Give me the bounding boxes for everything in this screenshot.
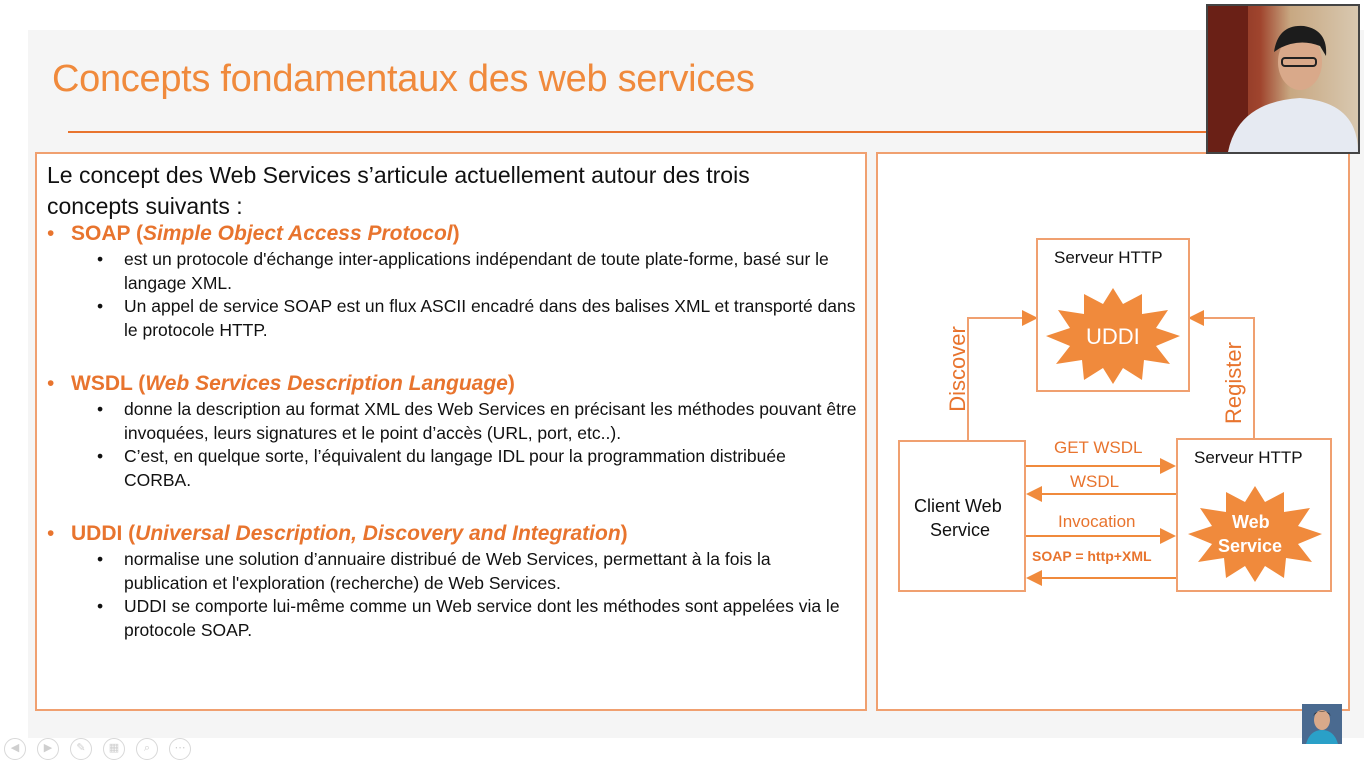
section-paren-close: ) [620, 522, 628, 545]
list-item: • donne la description au format XML des … [47, 398, 857, 445]
starburst-icon [1188, 486, 1322, 582]
pen-icon[interactable]: ✎ [70, 738, 92, 760]
list-item: • normalise une solution d’annuaire distr… [47, 548, 857, 595]
presenter-webcam [1206, 4, 1360, 154]
section-wsdl: • WSDL (Web Services Description Language… [47, 370, 857, 492]
section-heading: • UDDI (Universal Description, Discovery … [47, 520, 857, 548]
bullet-glyph: • [97, 249, 104, 269]
presenter-video-icon [1208, 6, 1358, 152]
wsdl-label: WSDL [1070, 472, 1120, 491]
bullet-glyph: • [97, 596, 104, 616]
bullet-glyph: • [47, 522, 55, 545]
zoom-icon[interactable]: ⌕ [136, 738, 158, 760]
section-paren-open: ( [130, 222, 143, 245]
bullet-text: est un protocole d'échange inter-applica… [124, 249, 829, 293]
bullet-text: C’est, en quelque sorte, l’équivalent du… [124, 446, 786, 490]
bullet-text: normalise une solution d’annuaire distri… [124, 549, 771, 593]
section-soap: • SOAP (Simple Object Access Protocol) • e… [47, 220, 857, 342]
uddi-label: UDDI [1086, 324, 1140, 349]
starburst-icon [1046, 288, 1180, 384]
register-label: Register [1221, 342, 1246, 424]
register-arrow [1188, 310, 1255, 438]
prev-icon[interactable]: ◀ [4, 738, 26, 760]
discover-label: Discover [945, 326, 970, 412]
participant-thumbnail[interactable] [1302, 704, 1342, 744]
server-label: Serveur HTTP [1054, 248, 1163, 267]
client-label-line2: Service [930, 520, 991, 540]
section-paren-close: ) [452, 222, 460, 245]
section-heading: • SOAP (Simple Object Access Protocol) [47, 220, 857, 248]
section-heading: • WSDL (Web Services Description Language… [47, 370, 857, 398]
play-icon[interactable]: ▶ [37, 738, 59, 760]
title-underline [68, 131, 1208, 133]
section-paren-close: ) [507, 372, 515, 395]
avatar [1302, 704, 1342, 744]
intro-text: Le concept des Web Services s’articule a… [47, 162, 750, 219]
bullet-glyph: • [97, 446, 104, 466]
diagram-connectors [967, 310, 1255, 586]
server-label: Serveur HTTP [1194, 448, 1303, 467]
bullet-text: UDDI se comporte lui-même comme un Web s… [124, 596, 840, 640]
bullet-text: donne la description au format XML des W… [124, 399, 857, 443]
client-node: Client Web Service [898, 440, 1026, 592]
web-service-server-node: Serveur HTTP Web Service [1176, 438, 1332, 592]
bullet-text: Un appel de service SOAP est un flux ASC… [124, 296, 856, 340]
bullet-list: • donne la description au format XML des … [47, 398, 857, 492]
bullet-glyph: • [47, 222, 55, 245]
text-panel: Le concept des Web Services s’articule a… [35, 152, 867, 711]
bullet-glyph: • [47, 372, 55, 395]
section-acronym: SOAP [71, 222, 131, 245]
list-item: • C’est, en quelque sorte, l’équivalent d… [47, 445, 857, 492]
section-expansion: Web Services Description Language [145, 372, 508, 395]
bullet-glyph: • [97, 296, 104, 316]
web-service-label-line2: Service [1218, 536, 1283, 556]
get-wsdl-label: GET WSDL [1054, 438, 1143, 457]
bullet-glyph: • [97, 549, 104, 569]
list-item: • UDDI se comporte lui-même comme un Web … [47, 595, 857, 642]
section-uddi: • UDDI (Universal Description, Discovery … [47, 520, 857, 642]
list-item: • est un protocole d'échange inter-applic… [47, 248, 857, 295]
invocation-label: Invocation [1058, 512, 1136, 531]
section-paren-open: ( [132, 372, 146, 395]
web-service-label-line1: Web [1232, 512, 1270, 532]
uddi-server-node: Serveur HTTP UDDI [1036, 238, 1190, 392]
section-expansion: Simple Object Access Protocol [142, 222, 453, 245]
diagram-panel: Serveur HTTP UDDI Serveur HTTP Web Servi… [876, 152, 1350, 711]
slide-title: Concepts fondamentaux des web services [52, 58, 755, 100]
discover-arrow [967, 310, 1038, 440]
section-acronym: WSDL [71, 372, 133, 395]
section-expansion: Universal Description, Discovery and Int… [135, 522, 621, 545]
bullet-glyph: • [97, 399, 104, 419]
more-icon[interactable]: ⋯ [169, 738, 191, 760]
client-label-line1: Client Web [914, 496, 1002, 516]
section-paren-open: ( [122, 522, 136, 545]
list-item: • Un appel de service SOAP est un flux AS… [47, 295, 857, 342]
slides-icon[interactable]: ▦ [103, 738, 125, 760]
bullet-list: • est un protocole d'échange inter-applic… [47, 248, 857, 342]
soap-label: SOAP = http+XML [1032, 548, 1152, 564]
section-acronym: UDDI [71, 522, 123, 545]
bullet-list: • normalise une solution d’annuaire distr… [47, 548, 857, 642]
